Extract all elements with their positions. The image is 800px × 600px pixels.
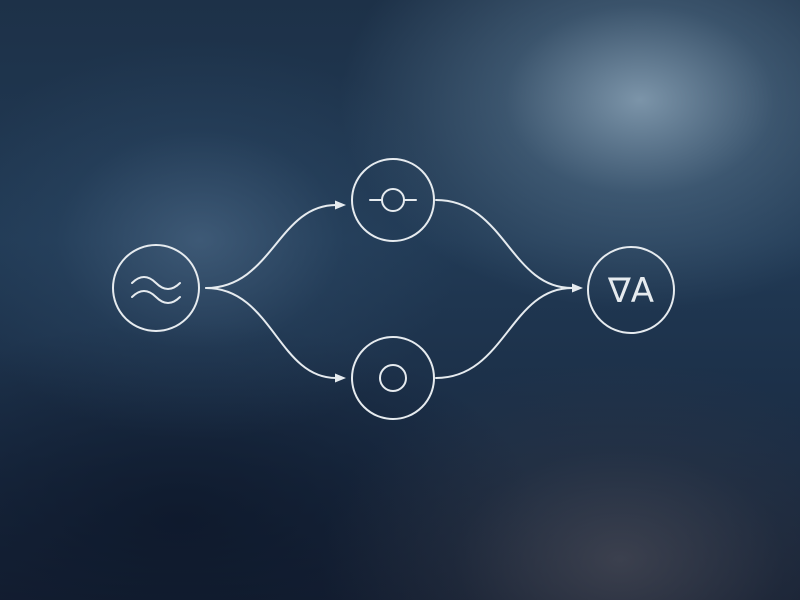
- arrowhead-upper: [335, 200, 346, 210]
- node-target: ∇A: [587, 246, 675, 334]
- edge-source-to-upper: [205, 204, 337, 289]
- circle-icon: [379, 364, 407, 392]
- edge-upper-to-target: [435, 199, 573, 289]
- node-on-line-icon: [369, 188, 417, 212]
- target-label: ∇A: [607, 271, 654, 311]
- arrowhead-target: [572, 283, 583, 293]
- edge-source-to-lower: [205, 287, 337, 379]
- node-source: [112, 244, 200, 332]
- arrowhead-lower: [335, 373, 346, 383]
- wave-icon: [131, 276, 181, 304]
- edge-lower-to-target: [435, 287, 573, 379]
- node-lower: [351, 336, 435, 420]
- node-upper: [351, 158, 435, 242]
